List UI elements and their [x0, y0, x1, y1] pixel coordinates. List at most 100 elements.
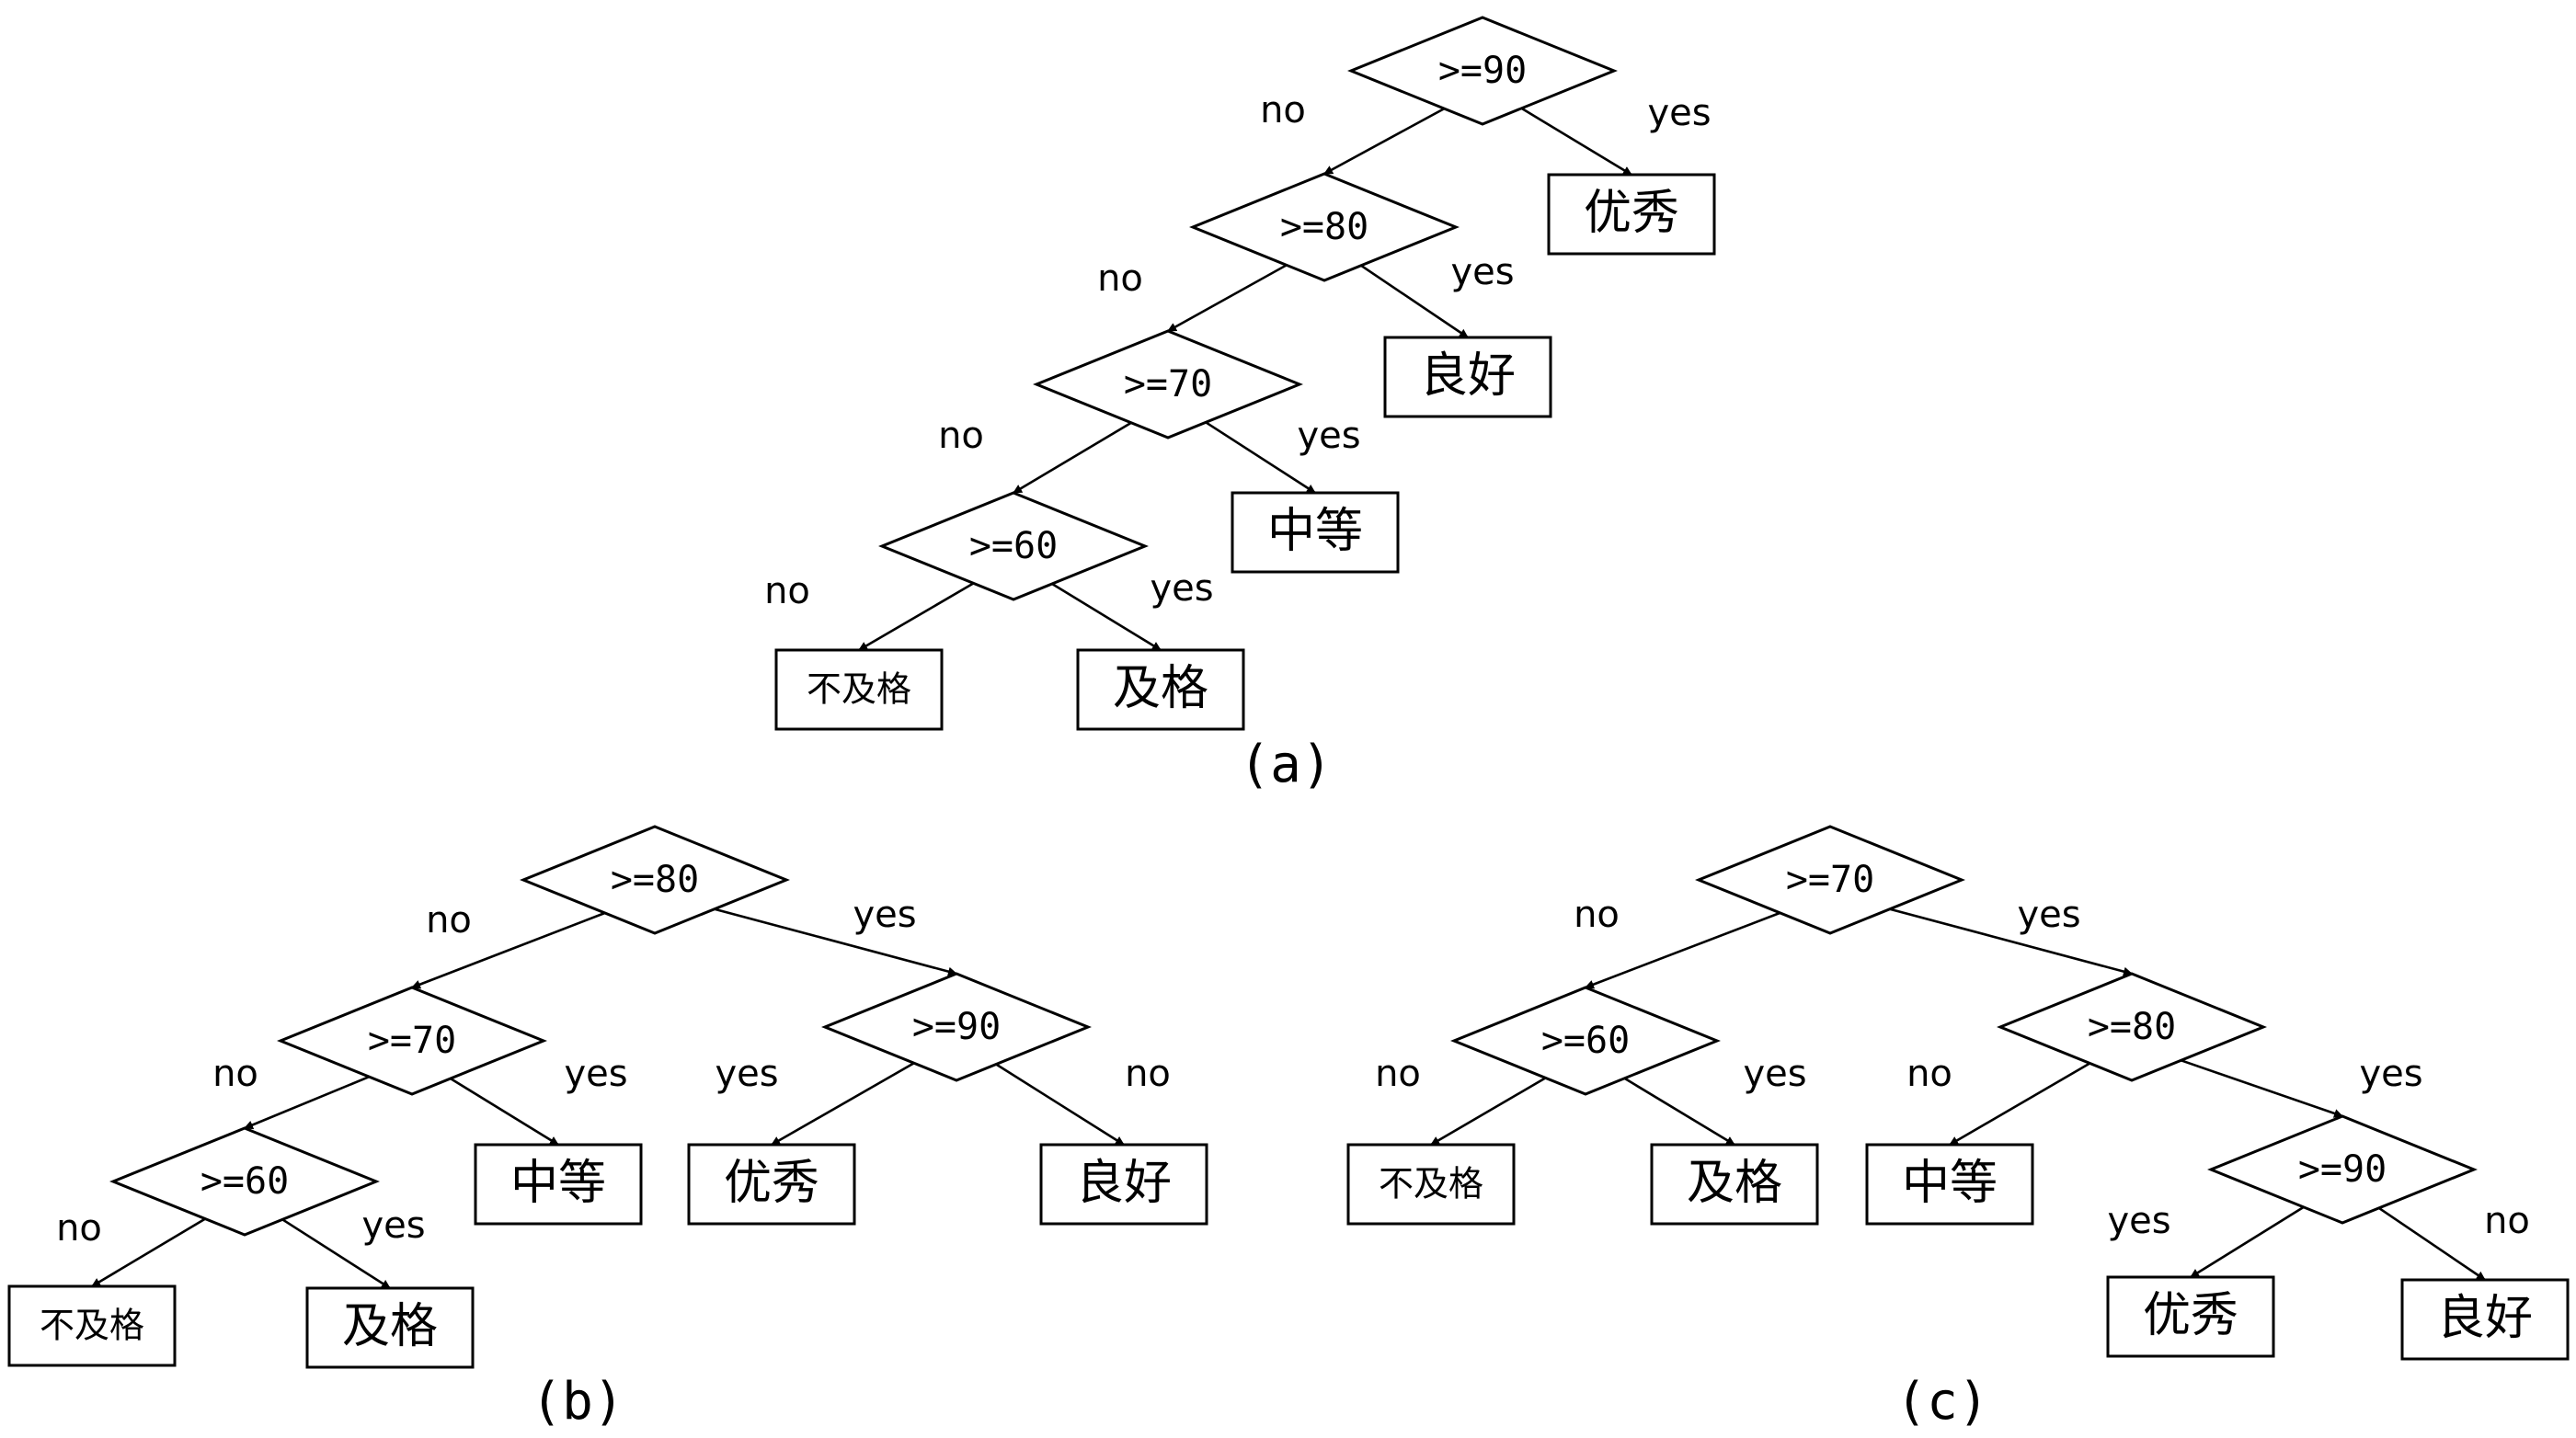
leaf-box: [774, 648, 944, 731]
leaf-node: 及格: [1650, 1143, 1819, 1226]
edge-label-no: no: [1097, 257, 1143, 300]
decision-diamond: [520, 825, 790, 935]
decision-diamond: [1033, 329, 1303, 439]
leaf-grade-label: 良好: [1076, 1156, 1172, 1211]
leaf-node: 优秀: [1547, 173, 1716, 256]
edge-arrow: [1585, 911, 1780, 989]
leaf-node: 不及格: [7, 1284, 177, 1367]
decision-node: >=90: [821, 972, 1092, 1082]
edge-arrow: [1520, 107, 1632, 177]
edge-label-yes: yes: [1450, 251, 1514, 293]
edge-arrow: [1623, 1077, 1735, 1147]
edge-label-no: no: [1260, 89, 1306, 131]
leaf-node: 中等: [474, 1143, 643, 1226]
leaf-box: [7, 1284, 177, 1367]
decision-node: >=60: [1450, 986, 1721, 1096]
leaf-box: [305, 1286, 475, 1369]
leaf-node: 中等: [1865, 1143, 2034, 1226]
decision-node: >=70: [277, 986, 547, 1096]
subfigure-caption: (a): [1239, 735, 1332, 794]
edge-arrow: [771, 1062, 915, 1147]
decision-condition: >=60: [969, 525, 1058, 567]
leaf-grade-label: 优秀: [1584, 186, 1679, 241]
edge-arrow: [1167, 264, 1288, 333]
leaf-box: [2106, 1275, 2275, 1358]
leaf-grade-label: 不及格: [1379, 1164, 1483, 1204]
leaf-grade-label: 良好: [1420, 348, 1516, 404]
edge-label-yes: yes: [1647, 92, 1711, 134]
edge-label-yes: yes: [1297, 415, 1360, 457]
leaf-node: 中等: [1231, 491, 1400, 574]
edge-label-no: no: [426, 899, 472, 942]
leaf-box: [1383, 336, 1552, 418]
leaf-node: 优秀: [2106, 1275, 2275, 1358]
leaf-box: [1076, 648, 1245, 731]
subfigure-caption: (c): [1895, 1372, 1988, 1432]
leaf-grade-label: 及格: [342, 1299, 438, 1354]
leaf-grade-label: 及格: [1687, 1156, 1782, 1211]
leaf-node: 良好: [2400, 1278, 2570, 1361]
decision-condition: >=60: [200, 1160, 289, 1203]
edge-arrow: [1051, 582, 1162, 652]
edge-label-yes: yes: [715, 1053, 778, 1095]
decision-diamond: [1695, 825, 1965, 935]
decision-diamond: [2207, 1114, 2478, 1225]
edge-label-yes: yes: [564, 1053, 627, 1095]
decision-condition: >=70: [1786, 859, 1874, 901]
decision-node: >=80: [1189, 172, 1460, 282]
edge-arrow: [1949, 1062, 2090, 1147]
edge-arrow: [2378, 1206, 2486, 1282]
leaf-box: [2400, 1278, 2570, 1361]
edge-label-no: no: [56, 1207, 102, 1250]
leaf-grade-label: 不及格: [807, 669, 911, 710]
decision-diamond: [1997, 972, 2267, 1082]
leaf-node: 及格: [305, 1286, 475, 1369]
leaf-grade-label: 中等: [510, 1156, 606, 1211]
edge-arrow: [1013, 421, 1132, 495]
edge-arrow: [995, 1063, 1125, 1147]
edge-arrow: [1205, 421, 1316, 495]
edge-arrow: [1360, 264, 1469, 339]
edge-arrow: [244, 1075, 370, 1130]
leaf-box: [1650, 1143, 1819, 1226]
leaf-grade-label: 良好: [2437, 1291, 2533, 1346]
edge-arrow: [1323, 107, 1446, 176]
edge-label-no: no: [1906, 1053, 1952, 1095]
leaf-box: [1039, 1143, 1208, 1226]
decision-condition: >=70: [1124, 363, 1212, 405]
edge-arrow: [1430, 1077, 1547, 1147]
edge-arrow: [714, 907, 957, 976]
edge-label-no: no: [212, 1053, 258, 1095]
leaf-node: 良好: [1039, 1143, 1208, 1226]
edge-arrow: [2190, 1205, 2305, 1279]
decision-node: >=80: [520, 825, 790, 935]
decision-condition: >=80: [2088, 1006, 2176, 1048]
decision-condition: >=70: [368, 1020, 456, 1062]
edge-label-no: no: [2484, 1200, 2530, 1242]
decision-diamond: [1189, 172, 1460, 282]
leaf-node: 及格: [1076, 648, 1245, 731]
decision-node: >=90: [2207, 1114, 2478, 1225]
subfigure-caption: (b): [531, 1372, 624, 1432]
decision-condition: >=80: [611, 859, 699, 901]
leaf-grade-label: 及格: [1113, 661, 1208, 716]
edge-arrow: [91, 1217, 206, 1288]
leaf-grade-label: 优秀: [724, 1156, 819, 1211]
decision-condition: >=60: [1541, 1020, 1630, 1062]
edge-label-yes: yes: [2017, 894, 2080, 936]
edge-arrow: [281, 1218, 391, 1290]
decision-condition: >=90: [2298, 1148, 2387, 1191]
leaf-box: [1346, 1143, 1516, 1226]
leaf-node: 不及格: [774, 648, 944, 731]
decision-diamond: [109, 1126, 380, 1237]
edge-label-no: no: [938, 415, 984, 457]
leaf-grade-label: 优秀: [2143, 1288, 2238, 1343]
edge-label-yes: yes: [2107, 1200, 2170, 1242]
edge-arrow: [411, 911, 606, 989]
decision-diamond: [277, 986, 547, 1096]
decision-condition: >=80: [1280, 206, 1368, 248]
edge-label-no: no: [1375, 1053, 1421, 1095]
leaf-node: 不及格: [1346, 1143, 1516, 1226]
leaf-grade-label: 不及格: [40, 1306, 144, 1346]
